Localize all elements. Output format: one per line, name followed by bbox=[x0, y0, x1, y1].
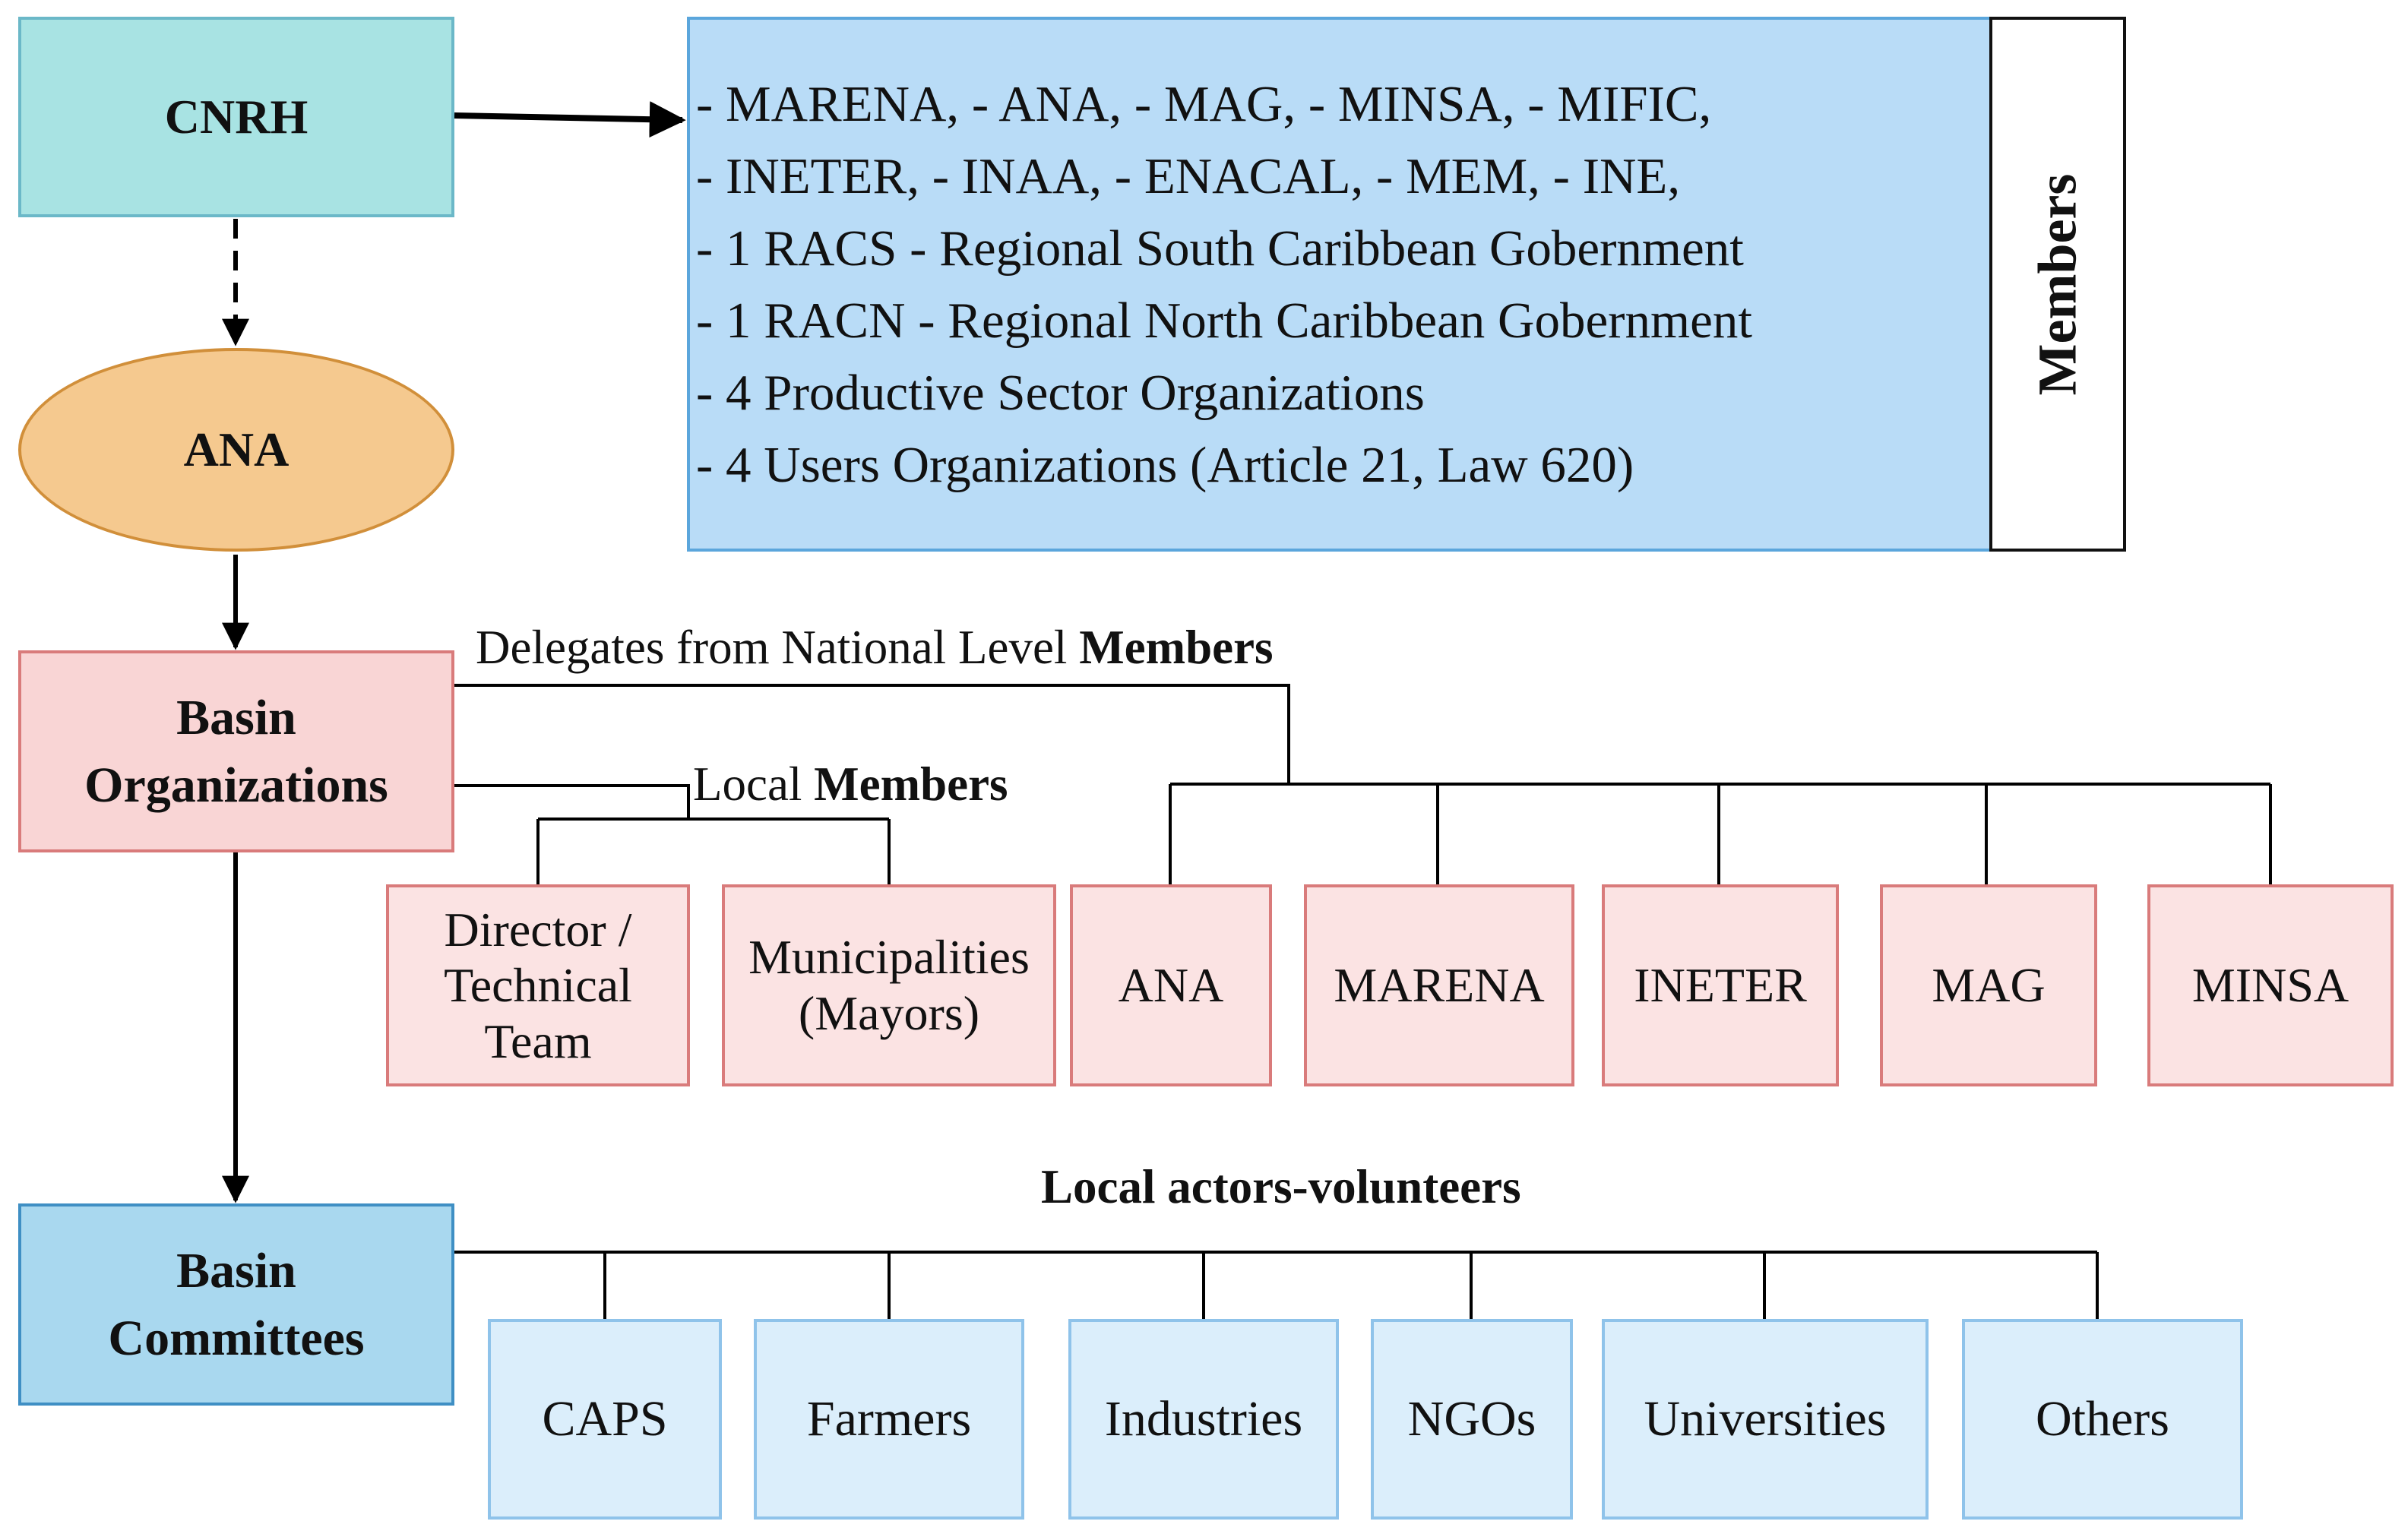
committee-box-others: Others bbox=[1962, 1319, 2243, 1520]
basin-committees-label: Basin bbox=[176, 1242, 296, 1298]
members-side-panel: Members bbox=[1989, 17, 2126, 552]
director-technical-team-box: Director / Technical Team bbox=[386, 884, 690, 1086]
director-label-line: Team bbox=[484, 1014, 592, 1068]
basin-committees-label: Committees bbox=[108, 1311, 365, 1366]
member-label: ANA bbox=[1118, 958, 1224, 1013]
member-label: MARENA bbox=[1334, 958, 1545, 1013]
delegates-label-text: Delegates from National Level bbox=[476, 621, 1080, 674]
local-members-tree bbox=[454, 784, 891, 884]
local-members-label: Local Members bbox=[693, 757, 1008, 812]
committee-box-caps: CAPS bbox=[488, 1319, 722, 1520]
basin-organizations-label: Organizations bbox=[84, 757, 388, 813]
local-members-label-text: Local bbox=[693, 757, 815, 811]
cnrh-node: CNRH bbox=[18, 17, 454, 217]
members-line: - MARENA, - ANA, - MAG, - MINSA, - MIFIC… bbox=[696, 76, 1712, 132]
members-line: - 4 Productive Sector Organizations bbox=[696, 365, 1425, 421]
members-panel: - MARENA, - ANA, - MAG, - MINSA, - MIFIC… bbox=[687, 17, 1992, 552]
members-line: - 1 RACN - Regional North Caribbean Gobe… bbox=[696, 293, 1752, 349]
committee-box-ngos: NGOs bbox=[1371, 1319, 1573, 1520]
committee-label: NGOs bbox=[1407, 1391, 1536, 1447]
committee-label: Industries bbox=[1104, 1391, 1303, 1447]
local-actors-label: Local actors-volunteers bbox=[1041, 1160, 1521, 1213]
member-label: INETER bbox=[1634, 958, 1807, 1013]
local-members-label-bold: Members bbox=[814, 757, 1008, 811]
member-label: MAG bbox=[1932, 958, 2046, 1013]
cnrh-label: CNRH bbox=[164, 90, 309, 144]
member-box-marena: MARENA bbox=[1304, 884, 1574, 1086]
members-side-label: Members bbox=[2027, 173, 2088, 395]
committee-label: Universities bbox=[1644, 1391, 1887, 1447]
ana-label: ANA bbox=[183, 422, 290, 476]
delegates-label: Delegates from National Level Members bbox=[476, 620, 1274, 675]
delegates-label-bold: Members bbox=[1079, 621, 1274, 674]
member-label: MINSA bbox=[2191, 958, 2349, 1013]
members-line: - 1 RACS - Regional South Caribbean Gobe… bbox=[696, 220, 1744, 277]
delegates-tree bbox=[454, 684, 2272, 884]
municipalities-label-line: (Mayors) bbox=[798, 986, 980, 1040]
committee-label: Others bbox=[2036, 1391, 2169, 1447]
local-actors-tree bbox=[454, 1251, 2099, 1319]
committee-label: CAPS bbox=[542, 1391, 668, 1447]
members-line: - INETER, - INAA, - ENACAL, - MEM, - INE… bbox=[696, 148, 1681, 204]
ana-node: ANA bbox=[18, 348, 454, 552]
director-label-line: Technical bbox=[444, 958, 632, 1013]
committee-box-universities: Universities bbox=[1602, 1319, 1929, 1520]
committee-box-farmers: Farmers bbox=[754, 1319, 1024, 1520]
municipalities-label-line: Municipalities bbox=[748, 930, 1030, 985]
member-box-ineter: INETER bbox=[1602, 884, 1839, 1086]
member-box-ana: ANA bbox=[1070, 884, 1272, 1086]
basin-organizations-node: Basin Organizations bbox=[18, 650, 454, 852]
director-label-line: Director / bbox=[444, 902, 632, 957]
basin-organizations-label: Basin bbox=[176, 689, 296, 745]
municipalities-box: Municipalities (Mayors) bbox=[722, 884, 1056, 1086]
committee-box-industries: Industries bbox=[1068, 1319, 1339, 1520]
committee-label: Farmers bbox=[806, 1391, 972, 1447]
members-line: - 4 Users Organizations (Article 21, Law… bbox=[696, 437, 1634, 493]
cnrh-to-members-arrow bbox=[454, 101, 686, 138]
basin-committees-node: Basin Committees bbox=[18, 1203, 454, 1406]
member-box-minsa: MINSA bbox=[2147, 884, 2394, 1086]
member-box-mag: MAG bbox=[1880, 884, 2097, 1086]
